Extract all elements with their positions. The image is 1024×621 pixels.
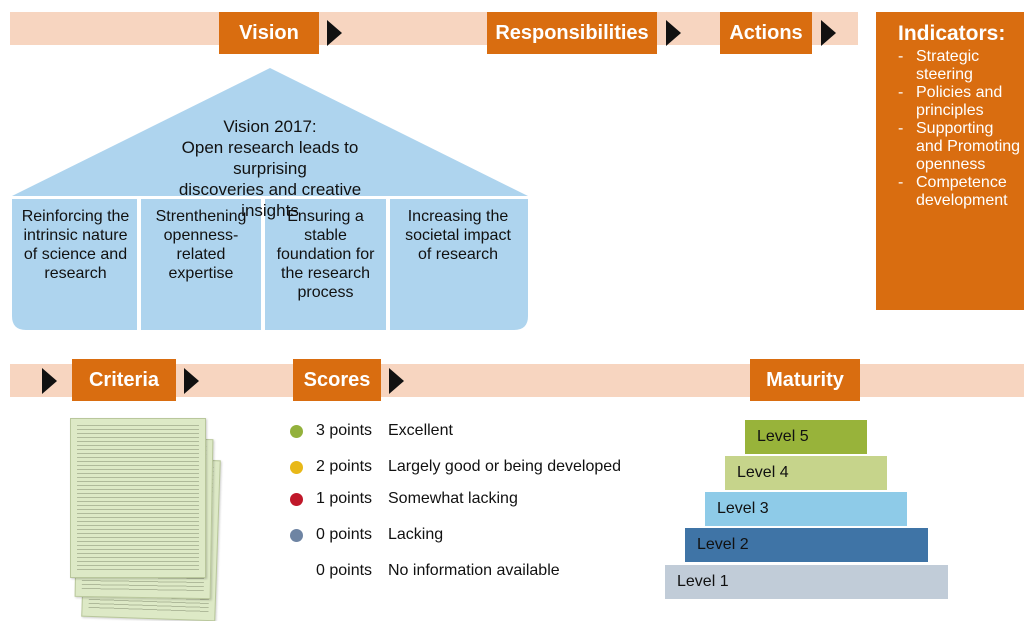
score-row-3: 3 points Excellent: [290, 419, 453, 443]
score-label: Somewhat lacking: [388, 490, 518, 507]
pillar-expertise: Strenthening openness-related expertise: [141, 207, 261, 283]
score-label: Lacking: [388, 526, 444, 543]
responsibilities-arrow-icon: [666, 20, 681, 46]
score-label: Excellent: [388, 422, 453, 439]
indicators-title: Indicators:: [898, 22, 1006, 45]
maturity-tab[interactable]: Maturity: [750, 359, 860, 401]
score-dot-red-icon: [290, 492, 303, 506]
score-points: 2 points: [316, 458, 373, 475]
maturity-level-4: Level 4: [725, 456, 887, 490]
score-dot-blue-icon: [290, 528, 303, 542]
indicator-item: Competence development: [884, 174, 1024, 210]
level-label: Level 4: [737, 464, 789, 481]
scores-arrow-icon: [389, 368, 404, 394]
roof-line: discoveries and creative insights: [178, 180, 362, 220]
house-roof: [12, 68, 528, 196]
vision-arrow-icon: [327, 20, 342, 46]
pillar-societal: Increasing the societal impact of resear…: [390, 207, 526, 264]
score-label: No information available: [388, 562, 560, 579]
criteria-document-thumbnail: [60, 410, 240, 621]
indicators-list: Strategic steering Policies and principl…: [884, 48, 1024, 210]
level-label: Level 3: [717, 500, 769, 517]
indicator-item: Supporting and Promoting openness: [884, 120, 1024, 174]
score-row-1: 1 points Somewhat lacking: [290, 487, 518, 511]
pillar-label: Reinforcing the intrinsic nature of scie…: [21, 208, 130, 282]
score-points: 1 points: [316, 490, 373, 507]
document-page: [70, 418, 206, 578]
maturity-level-3: Level 3: [705, 492, 907, 526]
level-label: Level 2: [697, 536, 749, 553]
score-row-no-info: 0 points No information available: [290, 559, 560, 583]
score-points: 3 points: [316, 422, 373, 439]
indicator-item: Strategic steering: [884, 48, 1024, 84]
criteria-lead-arrow-icon: [42, 368, 57, 394]
scores-tab[interactable]: Scores: [293, 359, 381, 401]
indicators-panel: Indicators: Strategic steering Policies …: [876, 12, 1024, 310]
score-row-2: 2 points Largely good or being developed: [290, 455, 621, 479]
score-row-0: 0 points Lacking: [290, 523, 443, 547]
actions-tab[interactable]: Actions: [720, 12, 812, 54]
responsibilities-tab[interactable]: Responsibilities: [487, 12, 657, 54]
score-dot-empty: [290, 565, 303, 578]
maturity-level-1: Level 1: [665, 565, 948, 599]
score-label: Largely good or being developed: [388, 458, 622, 475]
roof-line: Vision 2017:: [223, 117, 317, 136]
pillar-intrinsic: Reinforcing the intrinsic nature of scie…: [14, 207, 137, 283]
score-dot-green-icon: [290, 424, 303, 438]
criteria-tab[interactable]: Criteria: [72, 359, 176, 401]
maturity-level-2: Level 2: [685, 528, 928, 562]
score-points: 0 points: [316, 562, 373, 579]
level-label: Level 5: [757, 428, 809, 445]
score-points: 0 points: [316, 526, 373, 543]
indicator-item: Policies and principles: [884, 84, 1024, 120]
criteria-arrow-icon: [184, 368, 199, 394]
house-roof-text: Vision 2017: Open research leads to surp…: [150, 116, 390, 221]
top-flow-band: [10, 12, 858, 45]
roof-line: Open research leads to surprising: [181, 138, 359, 178]
vision-tab[interactable]: Vision: [219, 12, 319, 54]
pillar-label: Increasing the societal impact of resear…: [405, 208, 511, 263]
score-dot-yellow-icon: [290, 460, 303, 474]
level-label: Level 1: [677, 573, 729, 590]
actions-arrow-icon: [821, 20, 836, 46]
vision-house: [12, 68, 528, 330]
pillar-foundation: Ensuring a stable foundation for the res…: [265, 207, 386, 302]
pillar-label: Ensuring a stable foundation for the res…: [276, 208, 375, 301]
maturity-level-5: Level 5: [745, 420, 867, 454]
pillar-label: Strenthening openness-related expertise: [155, 208, 247, 282]
